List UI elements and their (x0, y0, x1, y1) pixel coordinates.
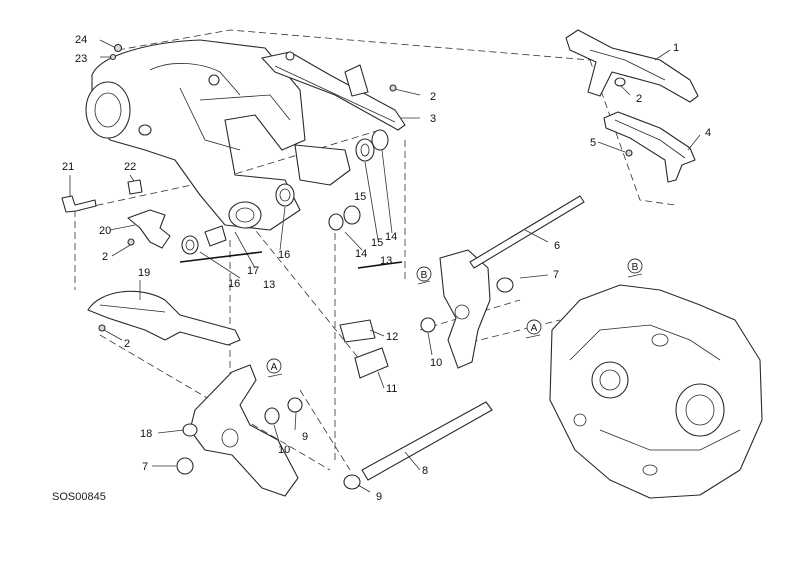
callout-13: 13 (380, 255, 392, 267)
leader-lines (69, 39, 701, 493)
callout-18: 18 (140, 428, 152, 440)
callout-14: 14 (385, 231, 397, 243)
callout-15: 15 (371, 237, 383, 249)
callout-6: 6 (554, 240, 560, 252)
ref-marker-b-left: B (416, 266, 432, 285)
chain-guard (565, 29, 699, 103)
callout-2: 2 (636, 93, 642, 105)
bolt-21 (61, 195, 97, 213)
callout-19: 19 (138, 267, 150, 279)
callout-12: 12 (386, 331, 398, 343)
chain-slider (261, 51, 406, 131)
bushings-lower (181, 183, 295, 255)
ref-a-label: A (531, 323, 538, 334)
callout-24: 24 (75, 34, 87, 46)
callout-10: 10 (278, 444, 290, 456)
callout-1: 1 (673, 42, 679, 54)
callout-7: 7 (553, 269, 559, 281)
callout-16: 16 (228, 278, 240, 290)
callout-17: 17 (247, 265, 259, 277)
callout-14: 14 (355, 248, 367, 260)
callout-11: 11 (386, 383, 397, 395)
ref-marker-a-left: A (266, 358, 283, 378)
ref-marker-b-right: B (627, 258, 643, 278)
callout-9: 9 (376, 491, 382, 503)
ref-b-label: B (632, 262, 639, 273)
callout-21: 21 (62, 161, 74, 173)
ref-a-label: A (271, 362, 278, 373)
nut-9-lower (343, 474, 361, 490)
callout-5: 5 (590, 137, 596, 149)
callout-4: 4 (705, 127, 711, 139)
group-brackets (179, 251, 403, 269)
nut-7-right (496, 277, 514, 293)
callout-2: 2 (102, 251, 108, 263)
callout-3: 3 (430, 113, 436, 125)
lower-chain-guard (603, 111, 696, 183)
footpeg-bracket (176, 364, 299, 497)
callout-8: 8 (422, 465, 428, 477)
callout-15: 15 (354, 191, 366, 203)
small-screws (98, 43, 633, 332)
diagram-code: SOS00845 (52, 491, 106, 503)
callout-10: 10 (430, 357, 442, 369)
ref-b-label: B (421, 270, 428, 281)
callout-7: 7 (142, 461, 148, 473)
callout-23: 23 (75, 53, 87, 65)
callout-22: 22 (124, 161, 136, 173)
callout-13: 13 (263, 279, 275, 291)
right-bracket (420, 249, 491, 369)
bolt-22 (127, 179, 143, 195)
engine-crankcase (549, 284, 763, 499)
ref-marker-a-center: A (525, 319, 542, 339)
bushings-upper (328, 129, 389, 231)
callout-16: 16 (278, 249, 290, 261)
swingarm-pivot-shaft (361, 401, 493, 481)
callout-2: 2 (430, 91, 436, 103)
long-bolt (469, 195, 585, 269)
chain-guide (87, 290, 241, 346)
chain-roller (339, 319, 389, 379)
callout-2: 2 (124, 338, 130, 350)
sensor-bracket (127, 209, 171, 249)
callout-9: 9 (302, 431, 308, 443)
bushing-9-10-left (264, 397, 303, 425)
callout-numbers: 24 23 1 2 2 3 4 5 6 7 8 9 9 10 10 11 12 … (62, 34, 711, 503)
callout-20: 20 (99, 225, 111, 237)
